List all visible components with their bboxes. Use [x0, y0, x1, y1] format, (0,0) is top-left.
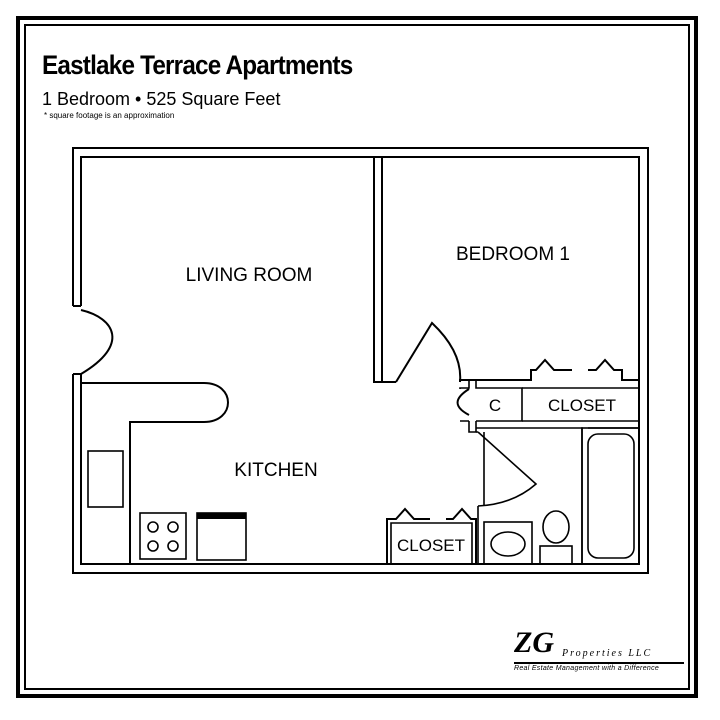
burner-2 [167, 521, 179, 533]
entry-door-swing [80, 309, 114, 375]
kitchen-label: KITCHEN [234, 460, 317, 481]
closet-row-walls [459, 358, 639, 382]
bathroom-sink-bowl [490, 531, 526, 557]
burner-1 [147, 521, 159, 533]
bathtub [587, 433, 635, 559]
bedroom-label: BEDROOM 1 [456, 244, 570, 265]
bath-door-swing [476, 431, 538, 507]
stove [139, 512, 187, 560]
toilet-bowl [542, 510, 570, 544]
bedroom-door-swing [395, 321, 462, 383]
small-closet-label: C [489, 396, 501, 415]
unit-subtitle: 1 Bedroom • 525 Square Feet [42, 89, 281, 109]
refrigerator-top [197, 513, 246, 519]
bathroom-sink-counter [483, 521, 533, 565]
burner-3 [147, 540, 159, 552]
kitchen-counter [81, 382, 229, 564]
bath-top-wall [476, 427, 583, 564]
bath-wall [477, 432, 485, 564]
hall-wall-post [468, 421, 477, 433]
exterior-wall-outer [72, 147, 649, 574]
logo-rule [514, 662, 684, 664]
outer-border [16, 16, 698, 698]
logo-company-name: Properties LLC [562, 648, 653, 659]
bathtub-frame [581, 427, 640, 565]
footnote: * square footage is an approximation [44, 111, 175, 120]
exterior-wall-inner [80, 156, 640, 565]
burner-4 [167, 540, 179, 552]
living-room-label: LIVING ROOM [186, 265, 313, 286]
kitchen-sink [87, 450, 124, 508]
refrigerator [196, 512, 247, 561]
hall-closet-label: CLOSET [397, 536, 465, 555]
logo-mark: ZG [514, 626, 554, 659]
hall-closet-walls [386, 507, 477, 564]
inner-border [24, 24, 690, 690]
page-title: Eastlake Terrace Apartments [42, 50, 353, 80]
hall-closet-inner [390, 522, 473, 564]
partition-wall-bedroom [373, 157, 383, 383]
company-logo: ZG Properties LLC Real Estate Management… [510, 628, 686, 676]
bedroom-closet-walls [522, 387, 639, 422]
toilet-tank [539, 545, 573, 565]
bedroom-closet-label: CLOSET [548, 396, 616, 415]
small-closet-door [456, 388, 470, 416]
logo-tagline: Real Estate Management with a Difference [514, 665, 660, 672]
